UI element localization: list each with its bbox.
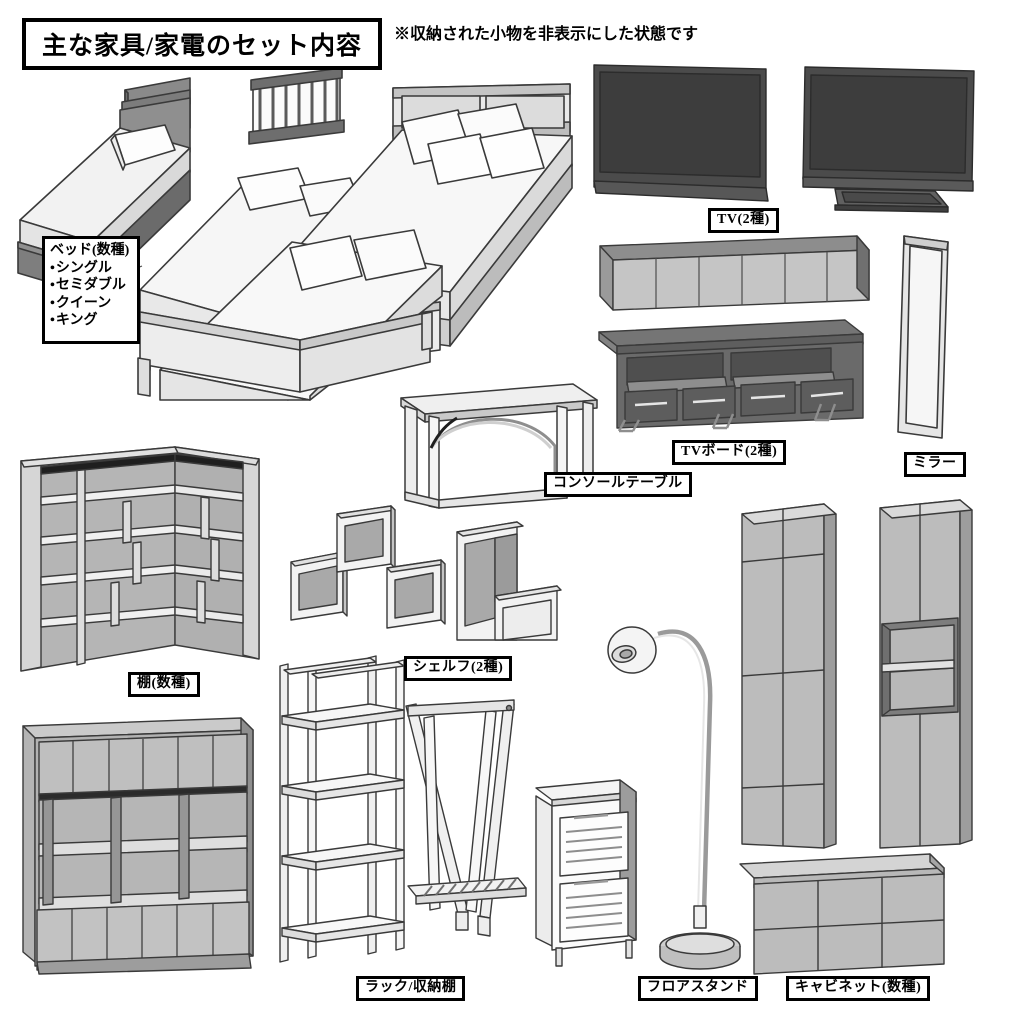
bed-label-list: シングル セミダブル クイーン キング <box>50 260 132 330</box>
label-cabinet: キャビネット(数種) <box>786 976 931 1001</box>
bed-type-king: キング <box>50 312 132 330</box>
page-title: 主な家具/家電のセット内容 <box>22 18 382 70</box>
rack-group <box>268 640 648 975</box>
bed-type-single: シングル <box>50 260 132 278</box>
label-rack-storage: ラック/収納棚 <box>356 976 466 1001</box>
wall-cabinet-wide-art <box>15 712 270 975</box>
label-tv: TV(2種) <box>708 208 779 233</box>
label-rack-unit: 棚(数種) <box>128 672 200 697</box>
bed-type-queen: クイーン <box>50 295 132 313</box>
header-note: ※収納された小物を非表示にした状態です <box>394 26 699 43</box>
tv-board-group <box>595 232 875 433</box>
bed-label-box: ベッド(数種) シングル セミダブル クイーン キング <box>42 236 140 344</box>
label-console-table: コンソールテーブル <box>544 472 692 497</box>
bed-label-heading: ベッド(数種) <box>50 243 130 258</box>
label-tv-board: TVボード(2種) <box>672 440 787 465</box>
cabinet-group <box>732 496 1022 976</box>
console-table-art <box>395 380 605 515</box>
shelf-group <box>285 500 565 641</box>
label-floor-stand: フロアスタンド <box>638 976 758 1001</box>
mirror-art <box>890 230 970 450</box>
label-shelf: シェルフ(2種) <box>404 656 513 681</box>
tv-group <box>590 55 990 215</box>
bed-king-footboard <box>130 300 470 420</box>
bed-type-semi-double: セミダブル <box>50 277 132 295</box>
corner-bookshelf-art <box>15 445 285 680</box>
label-mirror: ミラー <box>904 452 966 477</box>
floor-lamp-art <box>600 612 741 972</box>
